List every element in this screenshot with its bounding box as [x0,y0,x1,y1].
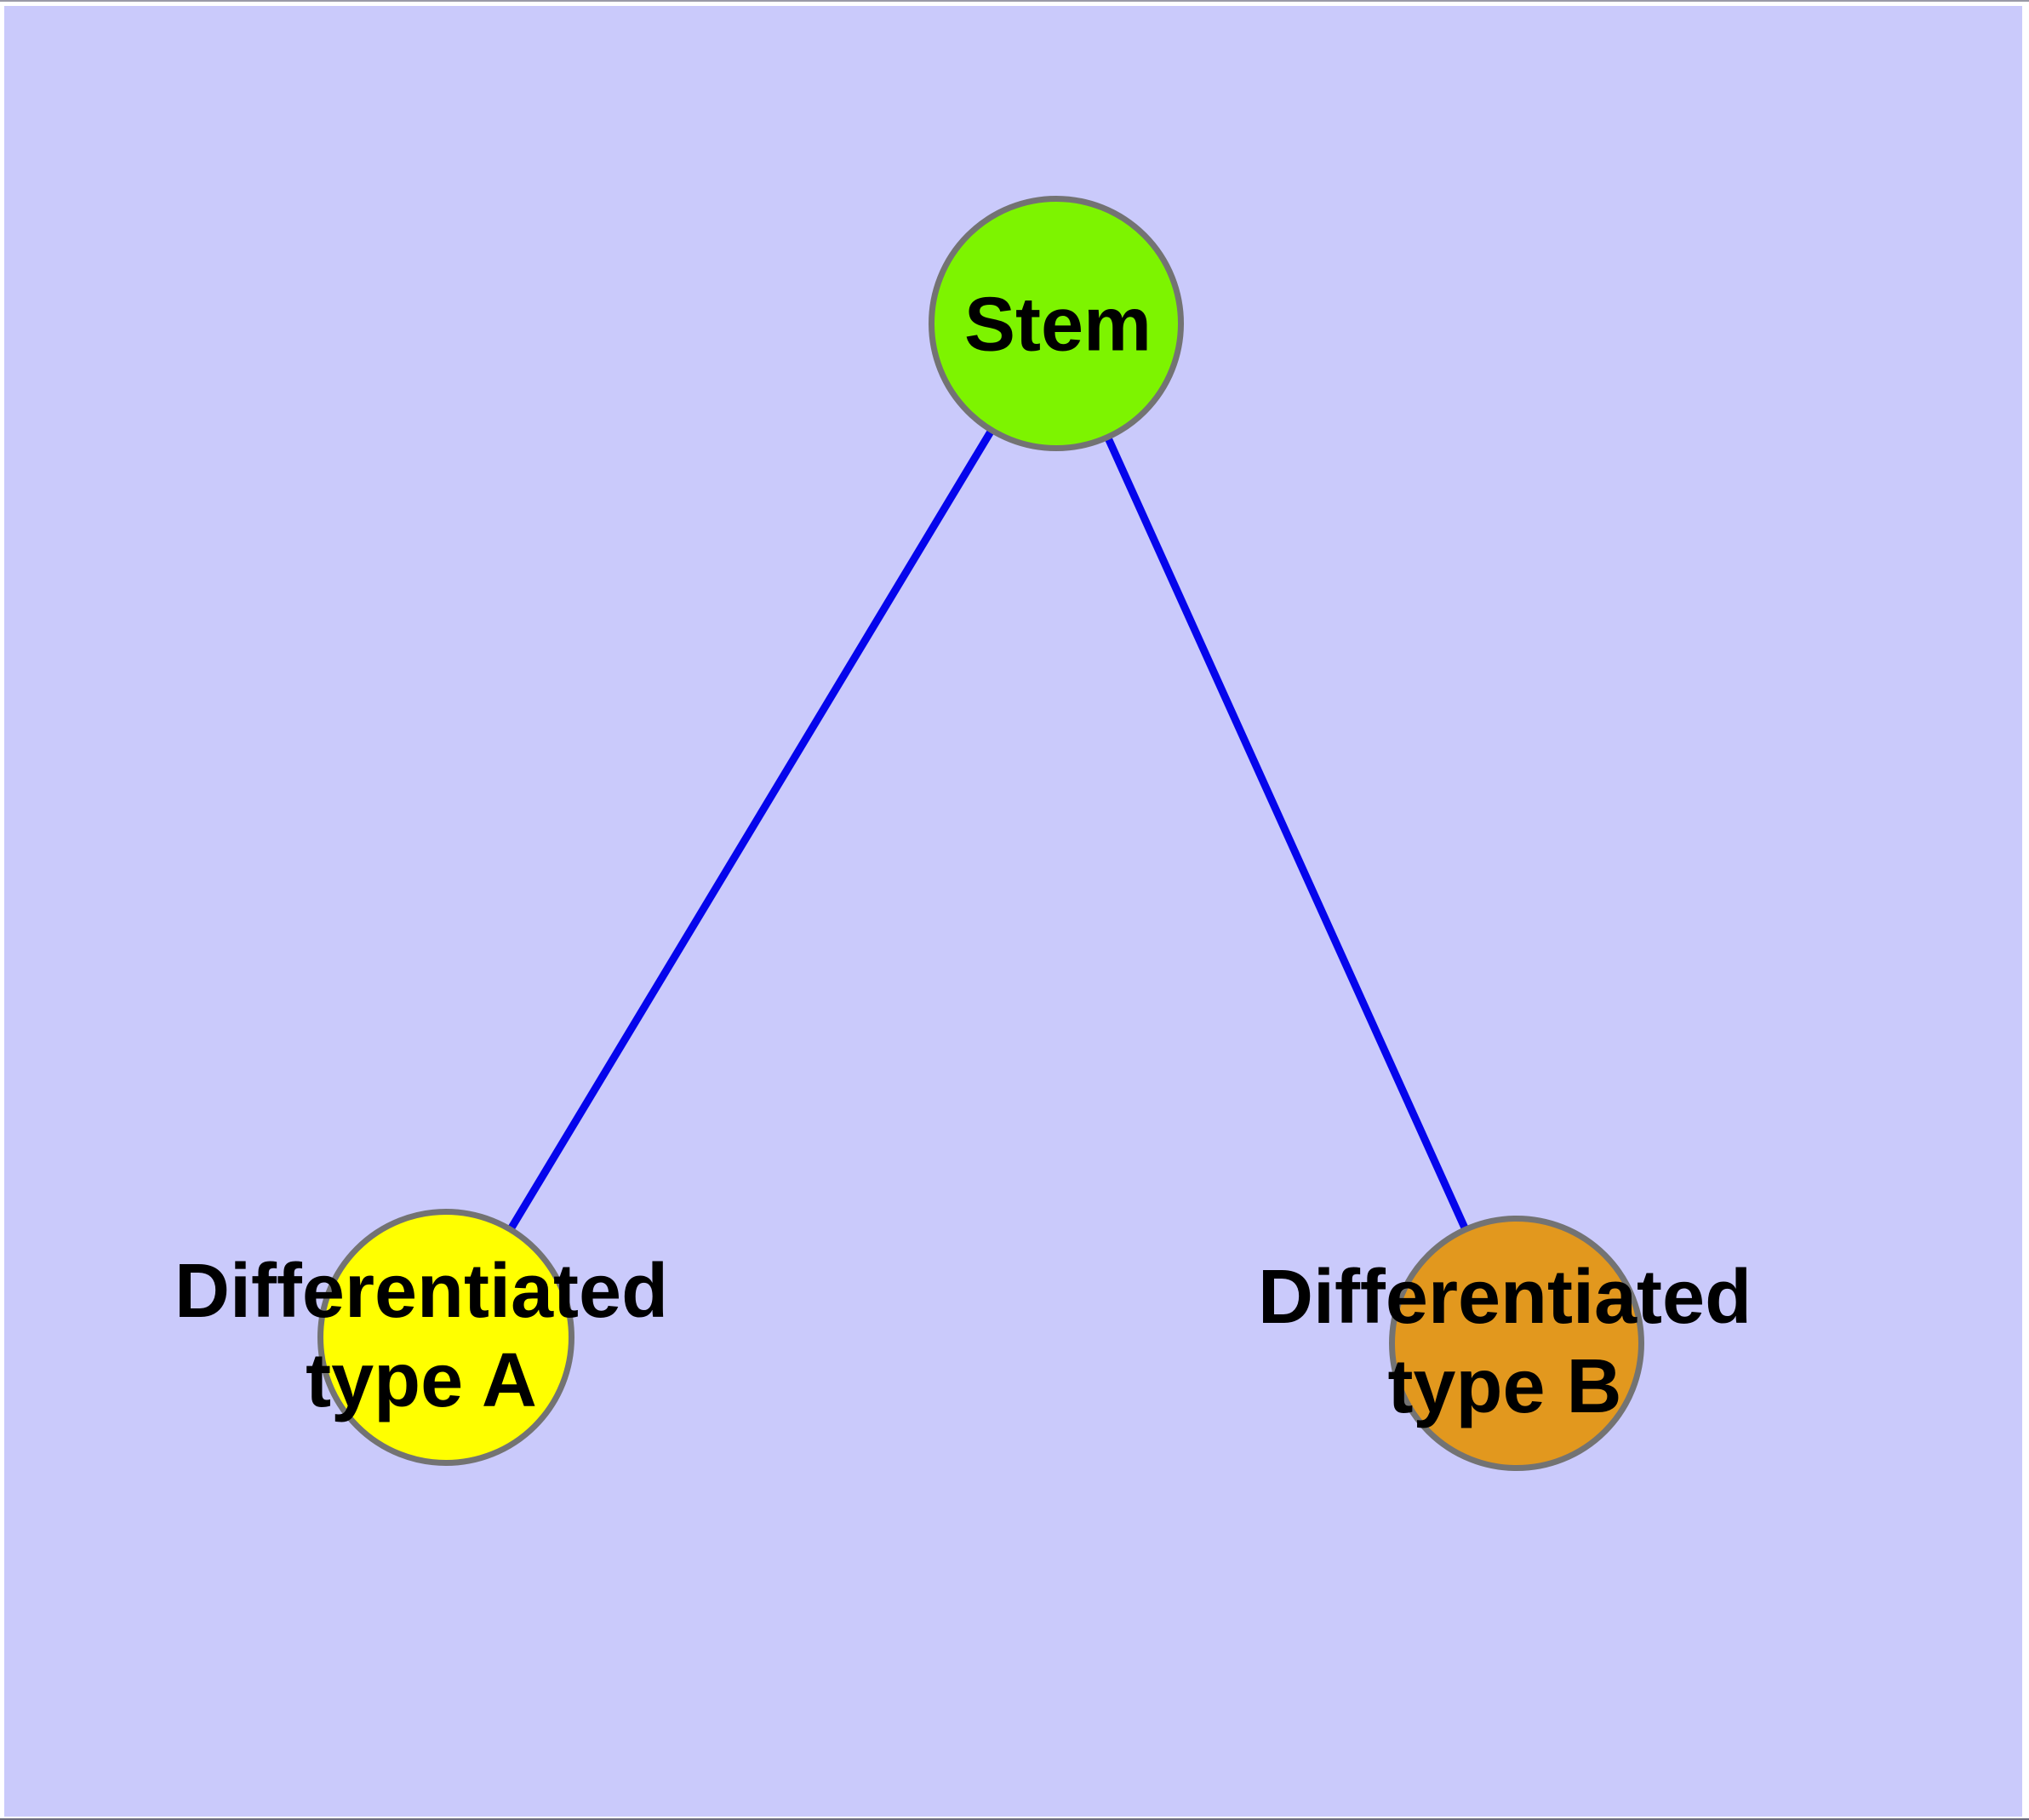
node-label-line: Stem [963,282,1152,368]
node-differentiated-type-a [317,1209,574,1466]
node-stem-label: Stem [964,281,1152,370]
edges-layer [443,320,1519,1342]
edge-stem-to-type-a [443,320,1060,1337]
node-label-line: Differentiated [1257,1255,1752,1340]
edge-stem-to-type-b [1052,321,1519,1342]
node-label-line: Differentiated [174,1249,669,1334]
node-label-line: type A [306,1338,537,1423]
diagram-canvas: Stem Differentiated type A Differentiate… [4,6,2022,1817]
node-stem [929,196,1184,451]
node-differentiated-type-b-label: Differentiated type B [1258,1253,1752,1432]
node-differentiated-type-b [1389,1216,1644,1471]
node-differentiated-type-a-label: Differentiated type A [174,1247,668,1426]
node-label-line: type B [1387,1344,1622,1429]
